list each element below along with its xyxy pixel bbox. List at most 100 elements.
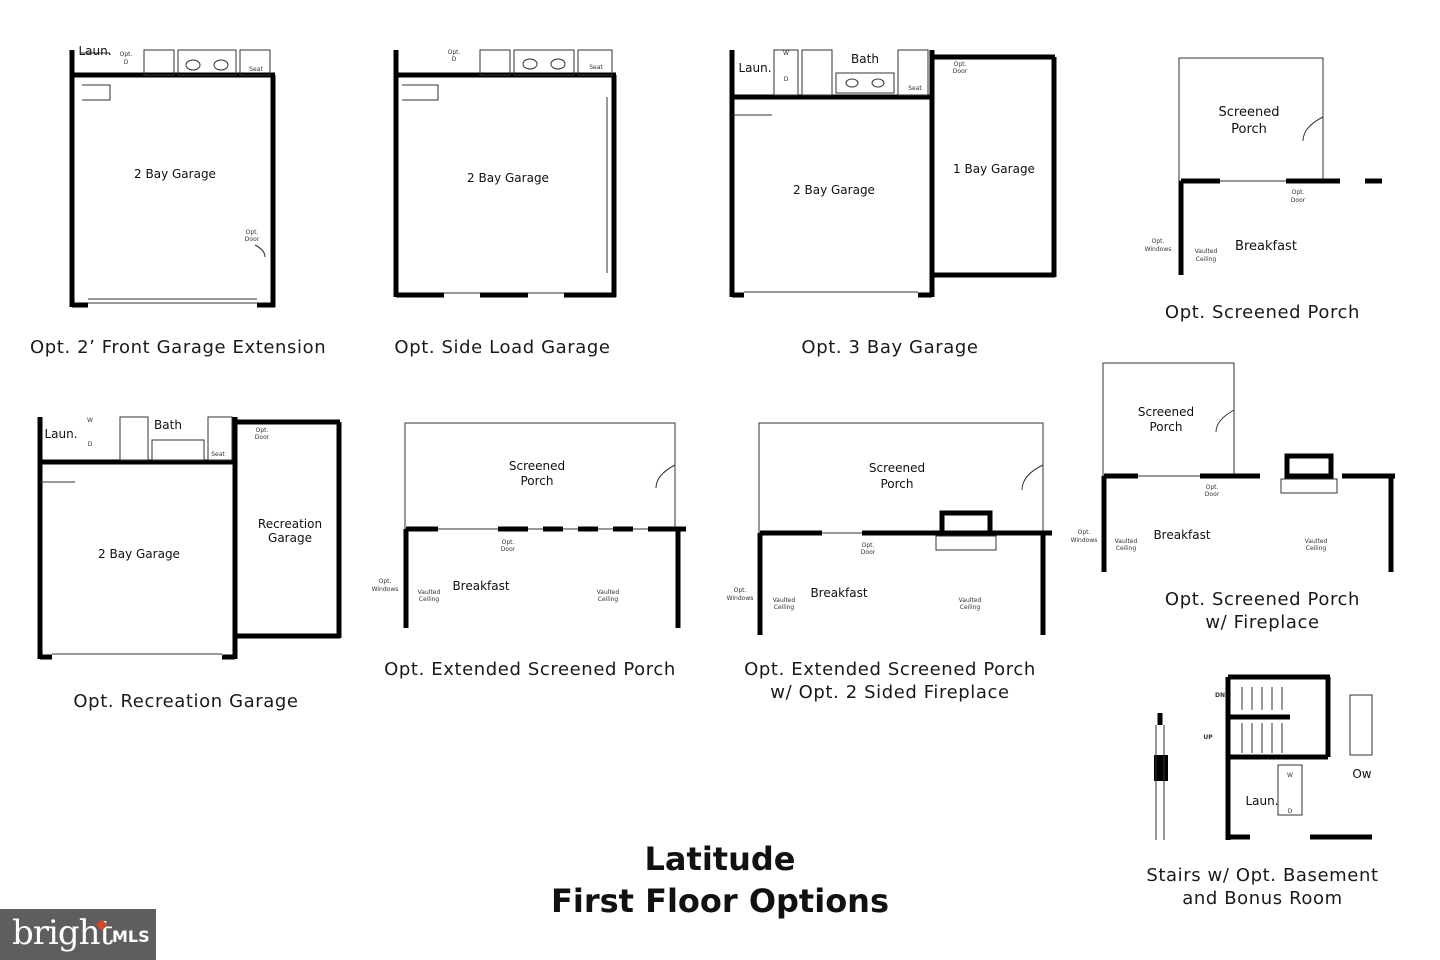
- opt-washer-w: W: [1287, 772, 1293, 779]
- opt-door-label-2: Door: [953, 68, 968, 75]
- stairs-down-label: DN: [1215, 692, 1225, 699]
- porch-label: Porch: [520, 474, 553, 488]
- bath-label: Bath: [851, 52, 879, 66]
- seat-label: Seat: [908, 85, 922, 92]
- opt-washer-w: W: [783, 50, 789, 57]
- opt-door-label: Opt.: [862, 542, 875, 549]
- opt-door-label: Opt.: [246, 229, 259, 236]
- plan-stairs-drawing: DN UP W D Laun. Ow: [1154, 674, 1373, 840]
- plan-screened-porch: Screened Porch Opt. Door Opt. Windows Va…: [1140, 55, 1390, 275]
- opt-dryer-d: D: [784, 76, 789, 83]
- plan-porch-fp: Screened Porch Opt. Door Opt. Windows Va…: [1070, 360, 1405, 575]
- bath-label: Bath: [154, 418, 182, 432]
- opt-washer-w: W: [87, 417, 93, 424]
- vaulted-label-b: Vaulted: [959, 597, 982, 604]
- porch-label: Porch: [1231, 122, 1267, 137]
- plan-ext-porch: Screened Porch Opt. Door Opt. Windows Va…: [368, 420, 688, 630]
- caption-rec-garage: Opt. Recreation Garage: [73, 691, 299, 712]
- breakfast-label: Breakfast: [810, 586, 867, 600]
- screened-label: Screened: [1138, 405, 1194, 419]
- screened-label: Screened: [509, 459, 565, 473]
- opt-windows-label: Opt.: [734, 587, 747, 594]
- opt-windows-label-2: Windows: [727, 595, 754, 602]
- seat-label: Seat: [249, 66, 263, 73]
- caption-side-load: Opt. Side Load Garage: [394, 337, 611, 358]
- two-bay-garage-label: 2 Bay Garage: [793, 183, 875, 197]
- opt-dryer-d: D: [1288, 808, 1293, 815]
- plan-garage-extension-drawing: Laun. Opt. D Seat 2 Bay Garage Opt. Door: [69, 44, 276, 308]
- owner-bath-label: Ow: [1352, 767, 1371, 781]
- two-bay-garage-label: 2 Bay Garage: [98, 547, 180, 561]
- opt-windows-label: Opt.: [379, 578, 392, 585]
- porch-label: Porch: [1149, 420, 1182, 434]
- opt-windows-label: Opt.: [1152, 238, 1165, 245]
- breakfast-label: Breakfast: [1235, 239, 1297, 254]
- two-bay-garage-label: 2 Bay Garage: [134, 167, 216, 181]
- opt-dryer-d: D: [124, 59, 129, 66]
- page-title: Latitude First Floor Options: [520, 838, 920, 922]
- plan-ext-porch-fp-drawing: Screened Porch Opt. Door Opt. Windows Va…: [727, 422, 1052, 635]
- laundry-label: Laun.: [1245, 794, 1278, 808]
- plan-side-load: Opt. D Seat 2 Bay Garage: [388, 45, 623, 305]
- laundry-label: Laun.: [738, 61, 771, 75]
- vaulted-label-2: Ceiling: [1196, 256, 1217, 263]
- opt-door-label: Opt.: [1292, 189, 1305, 196]
- breakfast-label: Breakfast: [452, 579, 509, 593]
- caption-porch-fp-2: w/ Fireplace: [1205, 612, 1320, 633]
- screened-label: Screened: [1219, 105, 1280, 120]
- vaulted-label: Vaulted: [1195, 248, 1218, 255]
- opt-windows-label-2: Windows: [1071, 537, 1098, 544]
- stairs-up-label: UP: [1203, 734, 1213, 741]
- plan-ext-porch-drawing: Screened Porch Opt. Door Opt. Windows Va…: [372, 422, 686, 628]
- two-bay-garage-label: 2 Bay Garage: [467, 171, 549, 185]
- garage-label: Garage: [268, 531, 312, 545]
- vaulted-label: Vaulted: [1115, 538, 1138, 545]
- screened-label: Screened: [869, 461, 925, 475]
- caption-garage-extension: Opt. 2’ Front Garage Extension: [30, 337, 327, 358]
- seat-label: Seat: [589, 64, 603, 71]
- plan-three-bay-drawing: Laun. W D Bath Seat Opt. Door 2 Bay Gara…: [729, 49, 1057, 298]
- plan-porch-fp-drawing: Screened Porch Opt. Door Opt. Windows Va…: [1071, 362, 1395, 572]
- vaulted-label-2: Ceiling: [774, 604, 795, 611]
- porch-label: Porch: [880, 477, 913, 491]
- vaulted-label: Vaulted: [773, 597, 796, 604]
- vaulted-label-2: Ceiling: [1116, 545, 1137, 552]
- laundry-label: Laun.: [44, 427, 77, 441]
- logo-word: bright: [12, 913, 113, 953]
- vaulted-label: Vaulted: [418, 589, 441, 596]
- caption-ext-porch-fp-1: Opt. Extended Screened Porch: [744, 659, 1036, 680]
- breakfast-label: Breakfast: [1153, 528, 1210, 542]
- title-line-1: Latitude: [644, 840, 796, 878]
- vaulted-label-b-2: Ceiling: [960, 604, 981, 611]
- title-line-2: First Floor Options: [551, 882, 889, 920]
- plan-rec-garage-drawing: Laun. W D Bath Seat Opt. Door 2 Bay Gara…: [37, 416, 342, 660]
- logo-suffix: MLS: [112, 927, 150, 946]
- bright-mls-logo: bright MLS: [0, 909, 156, 960]
- vaulted-label-2: Ceiling: [419, 596, 440, 603]
- opt-door-label-2: Door: [501, 546, 516, 553]
- opt-dryer-label: Opt.: [448, 49, 461, 56]
- opt-dryer-label: Opt.: [120, 51, 133, 58]
- plan-stairs: DN UP W D Laun. Ow: [1150, 665, 1375, 845]
- opt-dryer-d: D: [88, 441, 93, 448]
- plan-three-bay: Laun. W D Bath Seat Opt. Door 2 Bay Gara…: [722, 45, 1067, 305]
- opt-door-label-2: Door: [1291, 197, 1306, 204]
- opt-door-label: Opt.: [256, 427, 269, 434]
- plan-ext-porch-fp: Screened Porch Opt. Door Opt. Windows Va…: [722, 420, 1062, 640]
- laundry-label: Laun.: [78, 44, 111, 58]
- plan-rec-garage: Laun. W D Bath Seat Opt. Door 2 Bay Gara…: [30, 412, 350, 667]
- opt-door-label-2: Door: [255, 434, 270, 441]
- vaulted-label-b: Vaulted: [597, 589, 620, 596]
- opt-windows-label-2: Windows: [1145, 246, 1172, 253]
- plan-side-load-drawing: Opt. D Seat 2 Bay Garage: [393, 49, 617, 298]
- seat-label: Seat: [211, 451, 225, 458]
- opt-door-label-2: Door: [245, 236, 260, 243]
- caption-screened-porch: Opt. Screened Porch: [1164, 302, 1361, 323]
- vaulted-label-b-2: Ceiling: [598, 596, 619, 603]
- opt-dryer-d: D: [452, 56, 457, 63]
- one-bay-garage-label: 1 Bay Garage: [953, 162, 1035, 176]
- caption-stairs-2: and Bonus Room: [1182, 888, 1343, 909]
- caption-ext-porch-fp-2: w/ Opt. 2 Sided Fireplace: [770, 682, 1010, 703]
- opt-door-label-2: Door: [1205, 491, 1220, 498]
- opt-door-label: Opt.: [502, 539, 515, 546]
